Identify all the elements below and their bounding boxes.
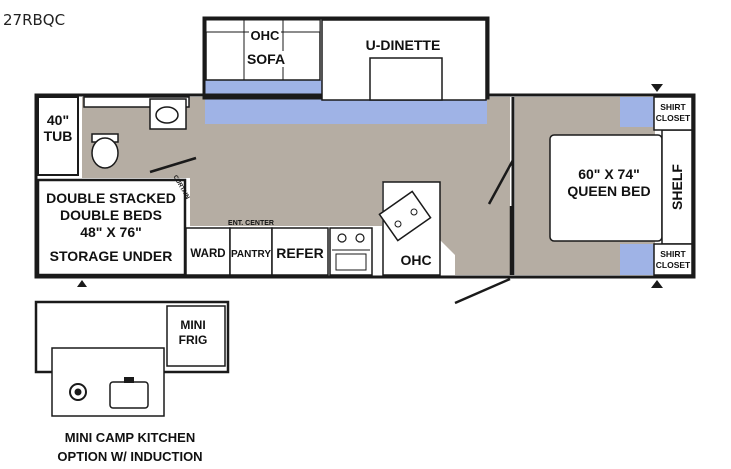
bedroom: 60" X 74" QUEEN BED SHELF SHIRT CLOSET S… xyxy=(487,96,693,276)
sofa-label: SOFA xyxy=(247,51,285,67)
sofa-label-bg xyxy=(247,51,285,67)
model-name: 27RBQC xyxy=(3,11,65,29)
burner-icon-2 xyxy=(355,233,365,243)
shirt-closet-top xyxy=(653,96,693,131)
kitchen: ENT. CENTER WARD PANTRY REFER OHC xyxy=(185,181,441,276)
bath-vanity xyxy=(83,96,190,108)
mini-frig-label-1: MINI xyxy=(180,318,205,332)
ohc-top-label: OHC xyxy=(251,28,281,43)
bed-size-label: 60" X 74" xyxy=(578,166,640,182)
u-dinette-label: U-DINETTE xyxy=(366,37,441,53)
wardrobe xyxy=(185,227,231,276)
refrigerator xyxy=(271,227,329,276)
bunk-line-3: 48" X 76" xyxy=(80,224,142,240)
camp-kitchen-option: MINI FRIG MINI CAMP KITCHEN OPTION W/ IN… xyxy=(34,300,230,464)
shelf xyxy=(661,129,693,245)
shelf-label: SHELF xyxy=(669,164,685,210)
mini-frig xyxy=(166,305,226,367)
pantry-label: PANTRY xyxy=(231,249,271,260)
shirt-closet-bottom-slot xyxy=(620,244,654,275)
sink-drain-icon-2 xyxy=(410,208,418,216)
shirt-closet-bottom xyxy=(653,243,693,276)
kitchen-sink xyxy=(378,190,432,242)
shirt-closet-bottom-label-2: CLOSET xyxy=(656,260,691,270)
shirt-closet-top-slot xyxy=(620,97,654,127)
tub-size: 40" xyxy=(47,112,69,128)
axle-marker-left-icon xyxy=(77,280,87,287)
pantry xyxy=(229,227,273,276)
main-floor xyxy=(190,97,510,275)
bunk-beds xyxy=(36,178,187,277)
slide-out: OHC SOFA U-DINETTE xyxy=(205,19,487,101)
ohc-top-bg xyxy=(249,29,281,43)
oven-icon xyxy=(335,253,367,271)
toilet-icon xyxy=(91,137,119,169)
mini-frig-label-2: FRIG xyxy=(179,333,208,347)
bunk-line-4: STORAGE UNDER xyxy=(50,248,173,264)
bedroom-door xyxy=(487,159,515,205)
camp-faucet-icon xyxy=(124,377,134,383)
tub-label: TUB xyxy=(44,128,73,144)
induction-cooktop-inner-icon xyxy=(74,388,82,396)
axle-marker-top-right-icon xyxy=(651,84,663,92)
dinette-table xyxy=(369,57,443,101)
ent-center-label: ENT. CENTER xyxy=(228,220,274,227)
bathroom: 40" TUB xyxy=(37,96,197,176)
burner-icon-1 xyxy=(337,233,347,243)
axle-marker-bottom-right-icon xyxy=(651,280,663,288)
shirt-closet-bottom-label-1: SHIRT xyxy=(660,249,686,259)
tub xyxy=(37,96,79,176)
queen-bed-label: QUEEN BED xyxy=(567,183,650,199)
bunk-area: DOUBLE STACKED DOUBLE BEDS 48" X 76" STO… xyxy=(36,174,190,277)
stove xyxy=(329,227,373,276)
markers xyxy=(77,84,663,305)
sink-drain-icon xyxy=(394,220,402,228)
bath-door xyxy=(149,156,197,174)
refer-label: REFER xyxy=(276,245,323,261)
shirt-closet-top-label-1: SHIRT xyxy=(660,102,686,112)
bath-sink-bowl-icon xyxy=(155,106,179,124)
shirt-closet-top-label-2: CLOSET xyxy=(656,113,691,123)
entry-door xyxy=(454,277,511,305)
camp-kitchen-label-1: MINI CAMP KITCHEN xyxy=(65,430,195,445)
ward-label: WARD xyxy=(190,248,225,260)
camp-sink xyxy=(109,381,149,409)
bunk-line-2: DOUBLE BEDS xyxy=(60,207,162,223)
ohc-kitchen-label: OHC xyxy=(400,252,431,268)
bunk-line-1: DOUBLE STACKED xyxy=(46,190,176,206)
camp-kitchen-label-2: OPTION W/ INDUCTION xyxy=(57,449,202,464)
